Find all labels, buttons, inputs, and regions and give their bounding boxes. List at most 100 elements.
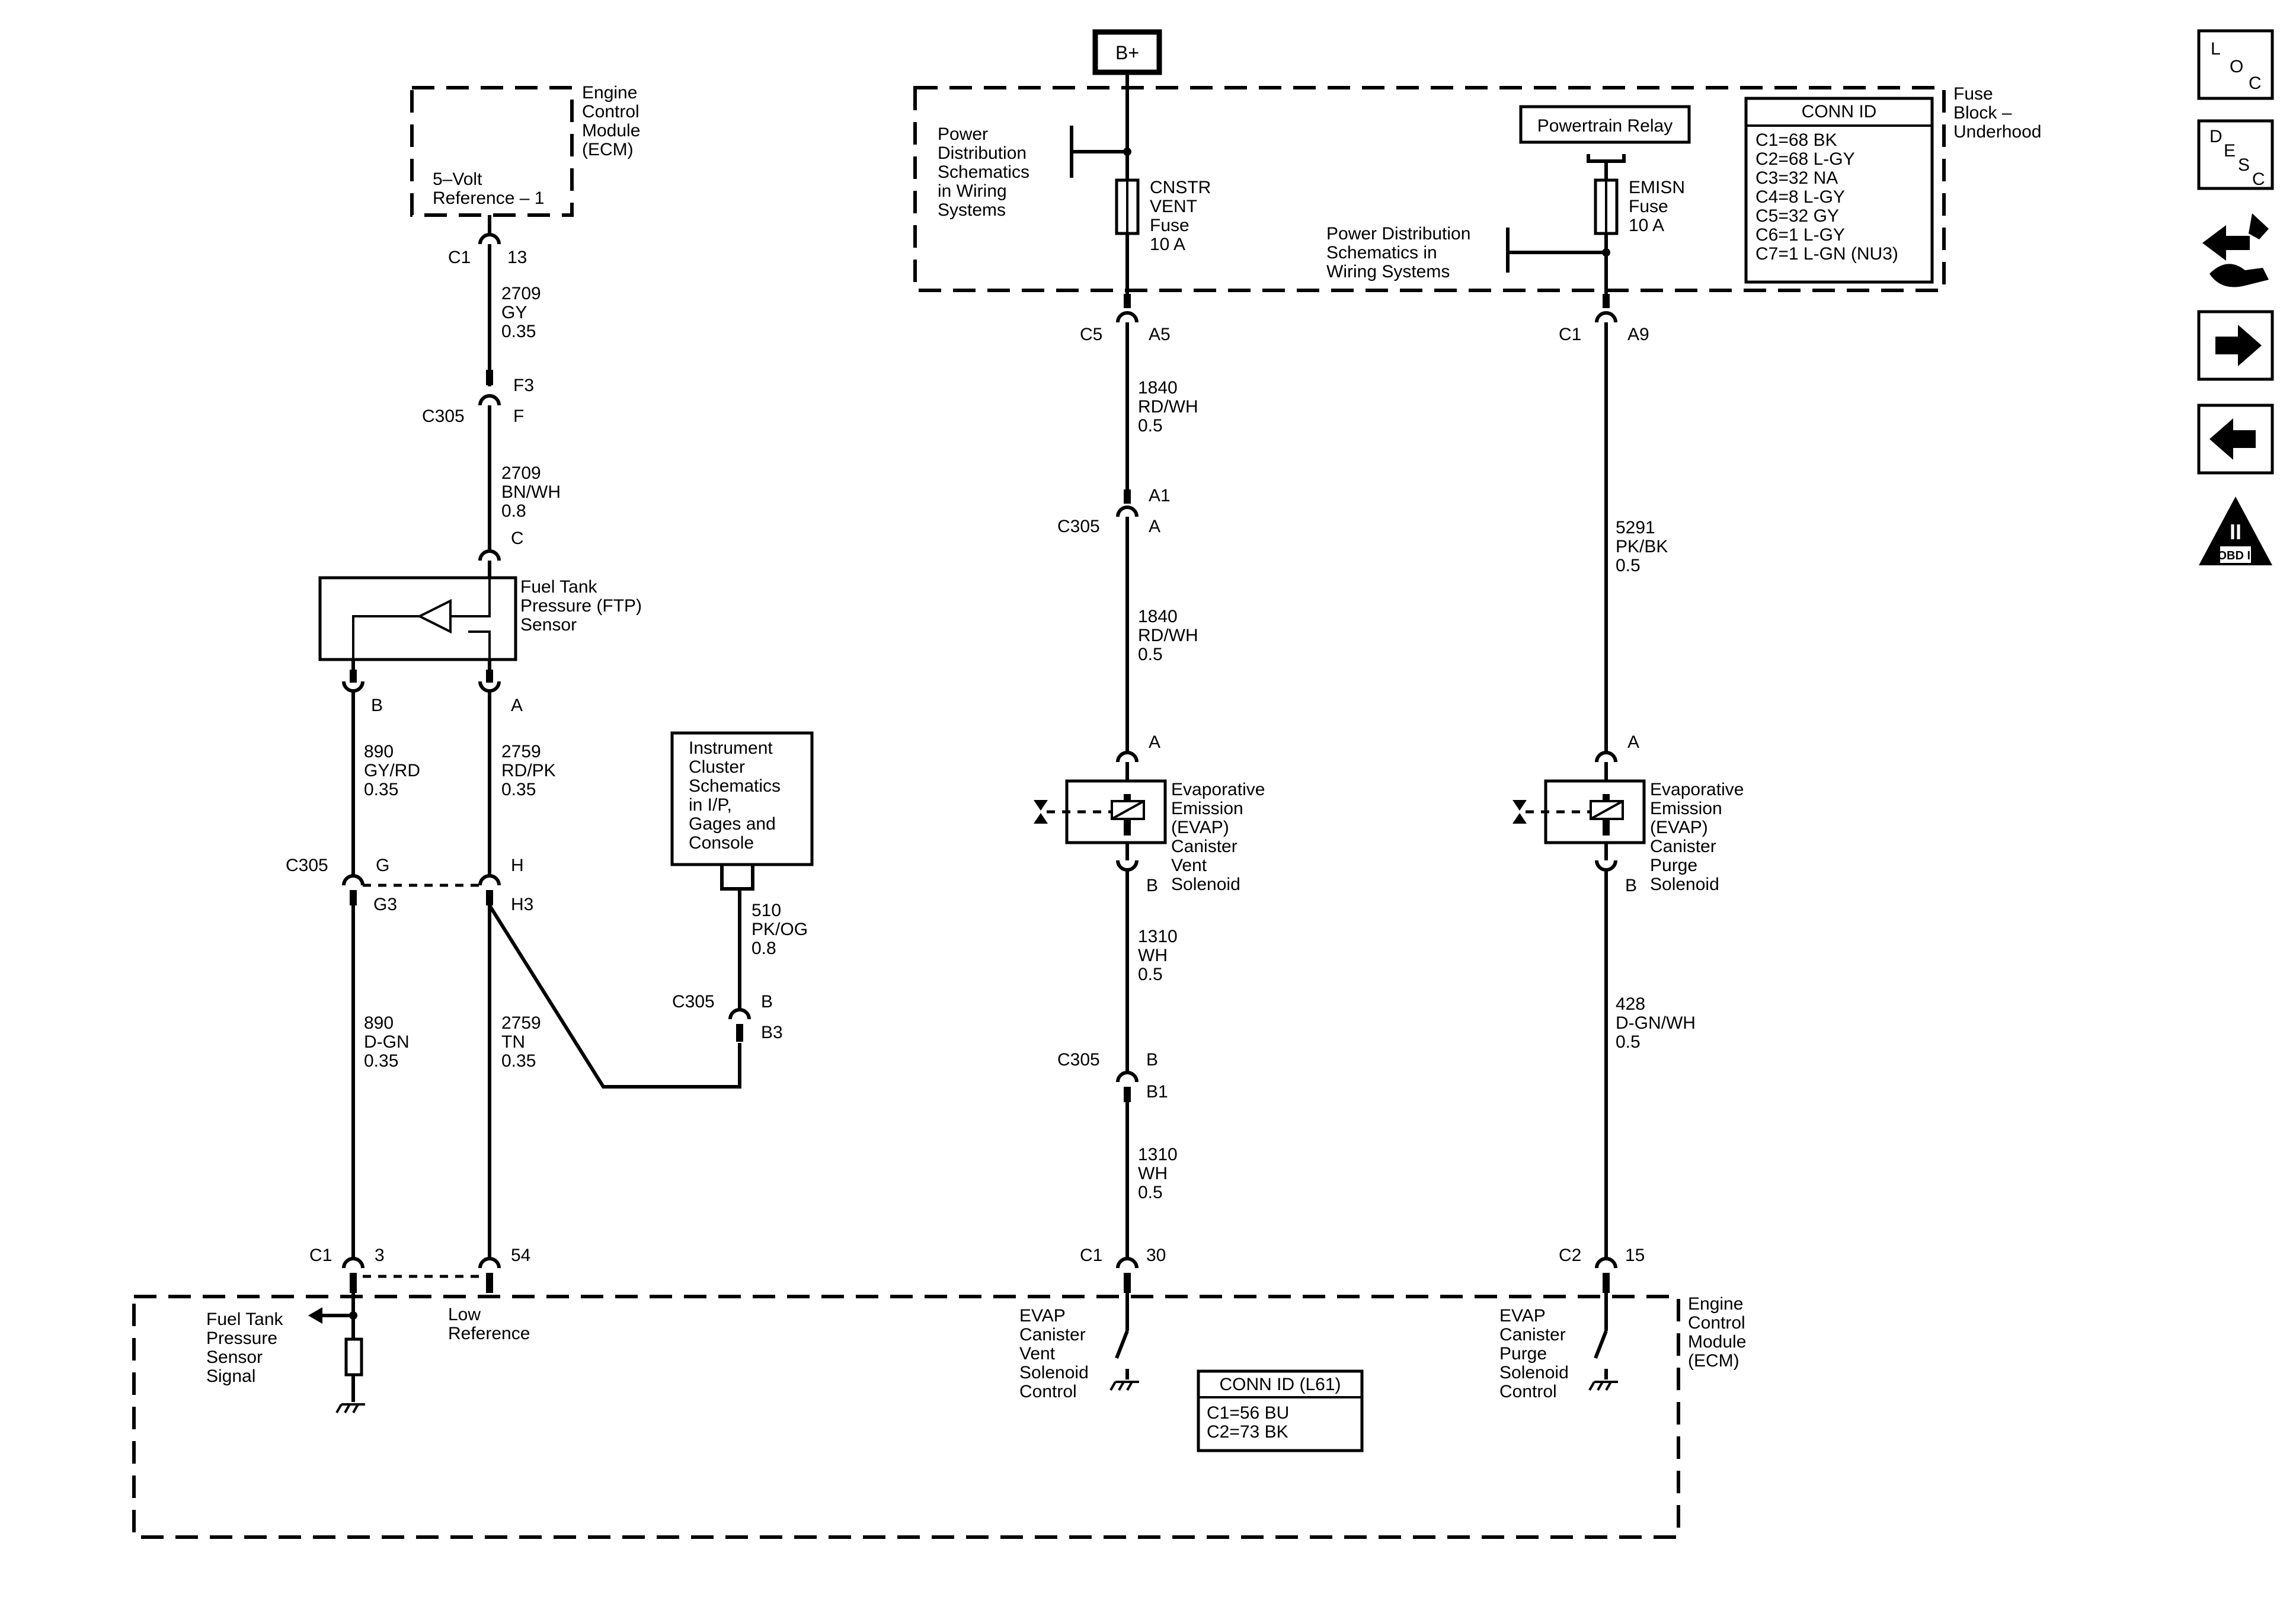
connector-female	[1116, 311, 1139, 323]
wire-label: TN	[501, 1032, 525, 1052]
purge-sol-pin-b: B	[1625, 876, 1637, 895]
low-reference-label: Low Reference	[448, 1305, 530, 1343]
obd-ii-button[interactable]: II OBD II	[2199, 497, 2272, 565]
vent-fuse-line: 10 A	[1150, 235, 1185, 254]
fuse-conn-id-row: C5=32 GY	[1755, 206, 1839, 226]
ecm-top-title: Engine Control Module (ECM)	[582, 83, 640, 159]
powertrain-relay-label: Powertrain Relay	[1537, 116, 1673, 136]
connector-female	[342, 1257, 364, 1269]
connector-female	[1595, 1257, 1617, 1269]
pin-h3-label: H3	[511, 895, 533, 914]
wire-label: WH	[1138, 946, 1168, 965]
pin-a-label: A	[1149, 517, 1160, 536]
emisn-fuse-line: Fuse	[1629, 197, 1668, 216]
fuse-block-title: Fuse Block – Underhood	[1953, 84, 2041, 142]
fuse-conn-id-title: CONN ID	[1802, 102, 1877, 121]
power-dist-left-line: Schematics	[938, 162, 1029, 182]
instrument-cluster-line: Schematics	[689, 776, 781, 796]
vent-fuse-line: Fuse	[1150, 216, 1189, 235]
wire-label: 1310	[1138, 1145, 1178, 1164]
conn-c2-label: C2	[1559, 1246, 1581, 1265]
ftp-sensor-label: Pressure (FTP)	[520, 596, 642, 616]
fuse-block-title-line: Fuse	[1953, 84, 1993, 104]
purge-solenoid-line: (EVAP)	[1650, 818, 1708, 837]
pin-g3-label: G3	[373, 895, 397, 914]
ftp-pin-c-label: C	[511, 529, 524, 548]
purge-solenoid-line: Solenoid	[1650, 875, 1719, 894]
connector-female	[478, 874, 501, 886]
connector-female	[1116, 751, 1139, 763]
power-dist-right-line: Schematics in	[1326, 243, 1437, 263]
instrument-cluster-line: Cluster	[689, 757, 745, 777]
wire-label: 5291	[1616, 518, 1655, 537]
ftp-pin-a-label: A	[511, 696, 523, 715]
wire-label: GY/RD	[364, 761, 420, 780]
loc-button[interactable]: L O C	[2197, 29, 2274, 100]
low-ref-line: Reference	[448, 1324, 530, 1343]
purge-solenoid-line: Emission	[1650, 799, 1722, 818]
pin-3-label: 3	[375, 1246, 385, 1265]
arrow-left-icon	[2209, 418, 2256, 460]
wire-label: 0.35	[364, 1051, 398, 1071]
ecm-bottom-title-line: Control	[1688, 1313, 1745, 1333]
power-dist-right-line: Power Distribution	[1326, 224, 1470, 244]
purge-sol-pin-a: A	[1627, 732, 1639, 752]
instrument-cluster-line: Gages and	[689, 814, 776, 834]
pin-30-label: 30	[1146, 1246, 1166, 1265]
conn-c1-label: C1	[1080, 1246, 1102, 1265]
fuse-conn-id-rows: C1=68 BK C2=68 L-GY C3=32 NA C4=8 L-GY C…	[1755, 130, 1898, 264]
ftp-sensor-label: Sensor	[520, 615, 577, 635]
cnstr-vent-fuse-label: CNSTR VENT Fuse 10 A	[1150, 178, 1211, 254]
ground-symbol	[1588, 1381, 1618, 1391]
wire-label: 0.35	[501, 1051, 536, 1071]
vent-sol-pin-a: A	[1149, 732, 1160, 752]
ground-symbol	[1109, 1381, 1139, 1391]
fuse-conn-id-table	[1744, 97, 1934, 284]
wire-label: 0.35	[501, 780, 536, 799]
vent-ctrl-line: Solenoid	[1019, 1363, 1089, 1382]
ecm-ref-label: Reference – 1	[433, 188, 544, 208]
emisn-fuse-label: EMISN Fuse 10 A	[1629, 178, 1685, 235]
connector-tool-icon[interactable]	[2202, 213, 2269, 287]
evap-vent-solenoid-label: Evaporative Emission (EVAP) Canister Ven…	[1171, 780, 1265, 894]
vent-ctrl-line: Control	[1019, 1382, 1077, 1401]
wire-label: WH	[1138, 1164, 1168, 1183]
wire-label: 428	[1616, 994, 1645, 1014]
desc-letter: S	[2238, 155, 2250, 175]
fuse-conn-id-row: C4=8 L-GY	[1755, 187, 1845, 207]
wire-label: 0.8	[752, 939, 776, 958]
pin-a1-label: A1	[1149, 486, 1171, 505]
connector-female	[1116, 1257, 1139, 1269]
wire-label: 890	[364, 1013, 394, 1033]
fuse-conn-id-row: C3=32 NA	[1755, 168, 1838, 188]
ftp-sensor-symbol	[352, 578, 491, 660]
instrument-cluster-label: Instrument Cluster Schematics in I/P, Ga…	[689, 738, 781, 853]
wire-label: 2709	[501, 463, 541, 483]
ecm-bottom-box	[132, 1295, 1680, 1539]
pin-b3-label: B3	[761, 1023, 783, 1042]
previous-page-button[interactable]	[2197, 404, 2274, 475]
b-plus-label: B+	[1115, 42, 1139, 63]
connector-male	[478, 681, 501, 693]
desc-button[interactable]: D E S C	[2197, 119, 2274, 190]
power-dist-left-label: Power Distribution Schematics in Wiring …	[938, 124, 1029, 220]
vent-sol-pin-b: B	[1146, 876, 1158, 895]
purge-ctrl-line: Canister	[1499, 1325, 1566, 1345]
conn-c1-label: C1	[1559, 325, 1581, 344]
next-page-button[interactable]	[2197, 310, 2274, 381]
ecm-bottom-title-line: Engine	[1688, 1294, 1743, 1314]
conn-c1-label: C1	[309, 1246, 332, 1265]
fuse-conn-id-row: C6=1 L-GY	[1755, 225, 1845, 245]
instrument-cluster-box	[670, 731, 814, 866]
emisn-fuse-line: 10 A	[1629, 216, 1664, 235]
ecm-top-title-line: (ECM)	[582, 140, 634, 159]
vent-solenoid-line: Emission	[1171, 799, 1243, 818]
branch-wire	[488, 904, 741, 1089]
wire-label: GY	[501, 303, 527, 322]
wire-label: 890	[364, 742, 394, 761]
connector-male	[1595, 860, 1617, 872]
desc-letter: E	[2224, 141, 2236, 161]
wire-label: 0.5	[1138, 645, 1163, 664]
arrow-right-icon	[2215, 325, 2262, 366]
